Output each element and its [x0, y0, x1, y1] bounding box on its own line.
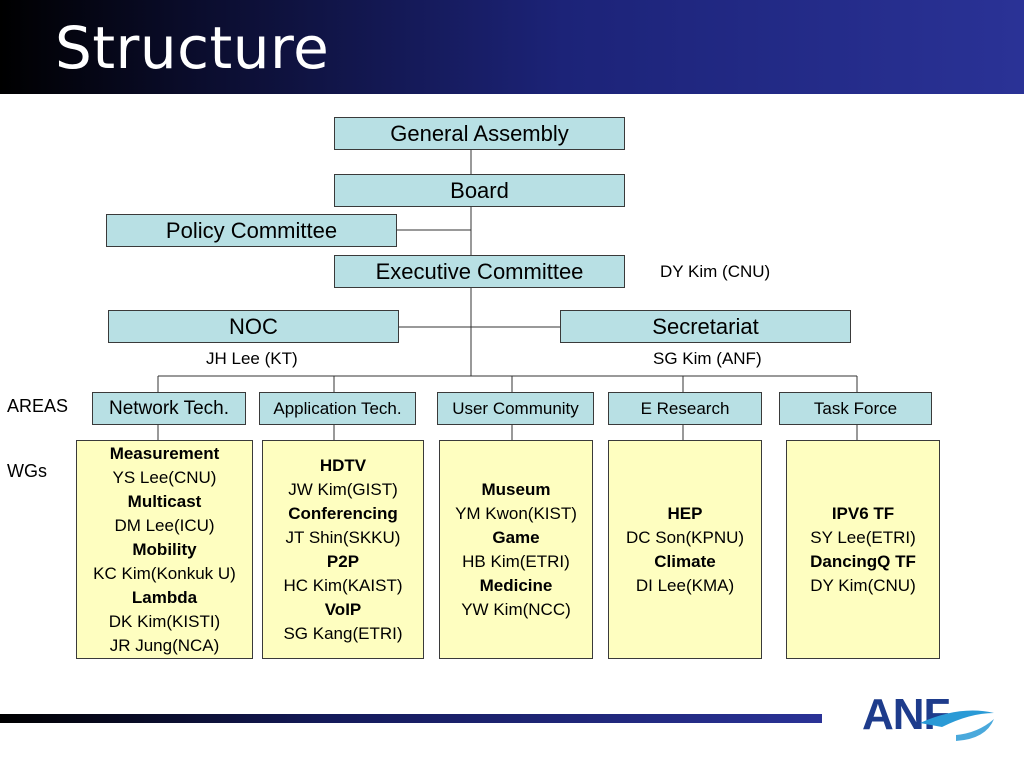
policy-committee-box: Policy Committee [106, 214, 397, 247]
secretariat-chair: SG Kim (ANF) [653, 349, 762, 368]
area-task-force: Task Force [779, 392, 932, 425]
area-network-tech: Network Tech. [92, 392, 246, 425]
wg-name: P2P [326, 551, 360, 571]
executive-committee-chair: DY Kim (CNU) [660, 262, 771, 281]
wg-name: HEP [667, 503, 703, 523]
noc-box: NOC [108, 310, 399, 343]
wg-chair: SG Kang(ETRI) [283, 623, 403, 643]
executive-committee-box: Executive Committee [334, 255, 625, 288]
title-bar [0, 0, 1024, 94]
area-application-tech: Application Tech. [259, 392, 416, 425]
wg-name: Climate [654, 551, 716, 571]
wg-box-task-force: IPV6 TF SY Lee(ETRI) DancingQ TF DY Kim(CNU… [786, 440, 940, 659]
wg-name: Mobility [132, 539, 197, 559]
noc-chair: JH Lee (KT) [206, 349, 298, 368]
wg-name: Multicast [127, 491, 202, 511]
wg-chair: DK Kim(KISTI) [108, 611, 221, 631]
wg-box-e-research: HEP DC Son(KPNU) Climate DI Lee(KMA) [608, 440, 762, 659]
wg-chair: HC Kim(KAIST) [283, 575, 403, 595]
wg-chair: JT Shin(SKKU) [285, 527, 401, 547]
areas-label: AREAS [7, 396, 69, 416]
wg-name: Game [492, 527, 540, 547]
wg-name: IPV6 TF [831, 503, 895, 523]
wg-chair: HB Kim(ETRI) [462, 551, 570, 571]
slide-title: Structure [55, 14, 330, 82]
wg-chair: YM Kwon(KIST) [455, 503, 577, 523]
wg-chair: JR Jung(NCA) [109, 635, 220, 655]
area-user-community: User Community [437, 392, 594, 425]
wg-name: HDTV [319, 455, 367, 475]
wg-chair: YS Lee(CNU) [112, 467, 217, 487]
wg-name: Conferencing [288, 503, 398, 523]
wg-name: DancingQ TF [810, 551, 916, 571]
board-box: Board [334, 174, 625, 207]
wg-chair: DC Son(KPNU) [625, 527, 745, 547]
wg-name: Lambda [131, 587, 198, 607]
wg-chair: DI Lee(KMA) [635, 575, 735, 595]
wg-name: VoIP [324, 599, 362, 619]
wg-chair: DM Lee(ICU) [114, 515, 215, 535]
wg-box-user-community: Museum YM Kwon(KIST) Game HB Kim(ETRI) Medic… [439, 440, 593, 659]
wgs-label: WGs [7, 461, 47, 481]
secretariat-box: Secretariat [560, 310, 851, 343]
anf-logo: ANF [860, 683, 1000, 758]
wg-box-network-tech: Measurement YS Lee(CNU) Multicast DM Lee(IC… [76, 440, 253, 659]
wg-name: Measurement [109, 443, 220, 463]
wg-name: Museum [481, 479, 551, 499]
area-e-research: E Research [608, 392, 762, 425]
wg-chair: DY Kim(CNU) [810, 575, 916, 595]
wg-chair: YW Kim(NCC) [461, 599, 571, 619]
wg-chair: SY Lee(ETRI) [810, 527, 916, 547]
logo-swoosh-lower-icon [956, 719, 994, 741]
wg-chair: JW Kim(GIST) [288, 479, 398, 499]
general-assembly-box: General Assembly [334, 117, 625, 150]
wg-box-application-tech: HDTV JW Kim(GIST) Conferencing JT Shin(SKKU… [262, 440, 424, 659]
wg-name: Medicine [479, 575, 553, 595]
anf-logo-text: ANF [862, 690, 950, 739]
wg-chair: KC Kim(Konkuk U) [93, 563, 236, 583]
footer-bar [0, 714, 822, 723]
logo-swoosh-icon [920, 710, 994, 727]
